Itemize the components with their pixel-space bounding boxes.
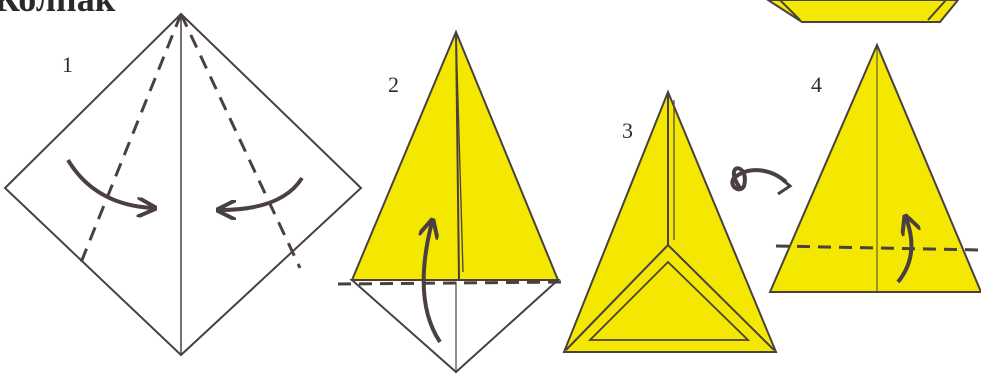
previous-step-fragment: [768, 0, 958, 22]
turn-over-icon: [732, 168, 790, 194]
step-3-diagram: [564, 92, 776, 352]
step-4-diagram: [770, 45, 981, 292]
step-1-diagram: [5, 14, 361, 355]
step-2-diagram: [338, 32, 566, 372]
